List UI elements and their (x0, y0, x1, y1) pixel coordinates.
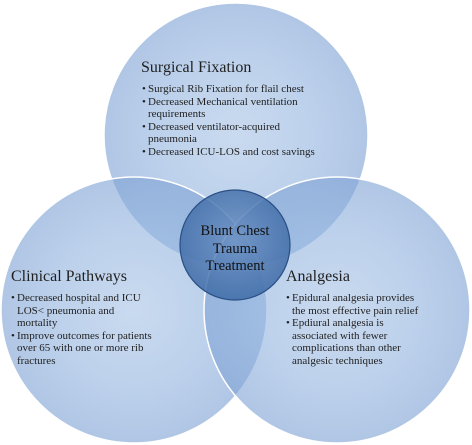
bullet-text: the most effective pain relief (292, 304, 419, 317)
bullet-item: • Decreased ICU-LOS and cost savings (142, 146, 315, 159)
bullet-text: Surgical Rib Fixation for flail chest (148, 83, 304, 95)
center-label-line: Treatment (205, 258, 265, 274)
bullet-dot-icon: • (142, 83, 146, 95)
clinical-pathways-bullets: • Decreased hospital and ICU LOS< pneumo… (11, 292, 152, 368)
center-circle (179, 189, 291, 301)
bullet-item: • Decreased Mechanical ventilation requi… (142, 96, 315, 121)
bullet-dot-icon: • (11, 329, 15, 342)
bullet-text: Decreased ICU-LOS and cost savings (148, 145, 315, 158)
bullet-text: associated with fewer (292, 329, 388, 342)
bullet-text: pneumonia (148, 133, 197, 146)
center-label-line: Trauma (212, 240, 258, 257)
bullet-dot-icon: • (286, 292, 290, 304)
bullet-text: LOS< pneumonia and (17, 304, 115, 317)
bullet-text: Epidural analgesia provides (292, 292, 415, 304)
bullet-dot-icon: • (142, 145, 146, 158)
bullet-item: • Decreased hospital and ICU LOS< pneumo… (11, 292, 152, 330)
bullet-text: fractures (17, 354, 56, 367)
surgical-fixation-title: Surgical Fixation (141, 59, 252, 76)
bullet-item: • Epidural analgesia provides the most e… (286, 292, 418, 317)
clinical-pathways-title: Clinical Pathways (11, 268, 127, 285)
bullet-text: Decreased ventilator-acquired (148, 120, 281, 133)
bullet-item: • Decreased ventilator-acquired pneumoni… (142, 121, 315, 146)
bullet-item: • Surgical Rib Fixation for flail chest (142, 83, 315, 96)
bullet-text: mortality (17, 317, 58, 330)
bullet-text: requirements (148, 108, 206, 121)
bullet-dot-icon: • (286, 317, 290, 330)
bullet-item: • Epdiural analgesia is associated with … (286, 317, 418, 367)
center-label-line: Blunt Chest (200, 223, 270, 239)
surgical-fixation-bullets: • Surgical Rib Fixation for flail chest … (142, 83, 315, 159)
bullet-text: Improve outcomes for patients (17, 329, 152, 342)
bullet-text: Epdiural analgesia is (292, 317, 384, 330)
bullet-text: Decreased Mechanical ventilation (148, 95, 298, 108)
analgesia-bullets: • Epidural analgesia provides the most e… (286, 292, 418, 368)
bullet-text: over 65 with one or more rib (17, 342, 144, 355)
bullet-text: complications than other (292, 342, 401, 355)
bullet-dot-icon: • (142, 95, 146, 108)
bullet-text: Decreased hospital and ICU (17, 292, 141, 304)
bullet-dot-icon: • (142, 120, 146, 133)
center-label: Blunt Chest Trauma Treatment (182, 223, 288, 276)
analgesia-title: Analgesia (286, 268, 350, 285)
bullet-text: analgesic techniques (292, 354, 383, 367)
bullet-dot-icon: • (11, 292, 15, 304)
bullet-item: • Improve outcomes for patients over 65 … (11, 330, 152, 368)
